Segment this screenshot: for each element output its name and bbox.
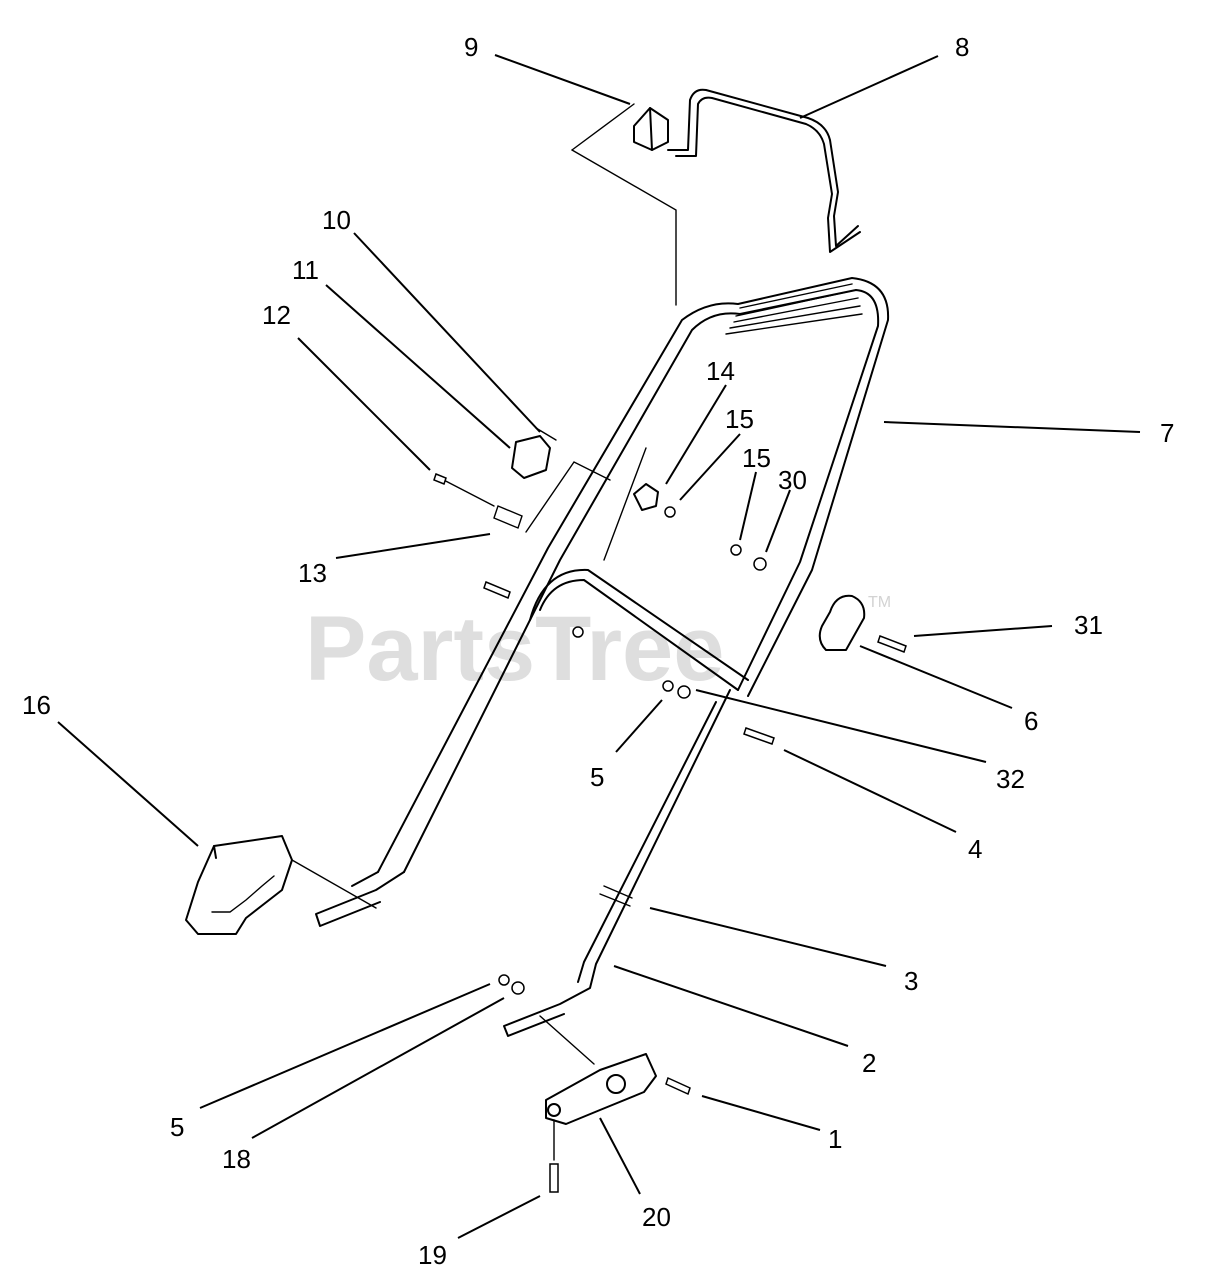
part-3-2-lower-handle [503,689,731,1037]
callout-labels: 9 8 10 11 12 14 15 15 30 7 13 31 16 6 5 … [22,32,1174,1270]
callout-10: 10 [322,205,351,235]
screw-12 [433,473,447,485]
nut-5b [498,974,510,986]
callout-30: 30 [778,465,807,495]
part-6-pivot-cover [818,594,866,651]
trademark-mark: TM [868,594,891,611]
nut-left [572,626,584,638]
callout-9: 9 [464,32,478,62]
washer-32 [677,685,691,699]
callout-15-second: 15 [742,443,771,473]
washer-18 [511,981,525,995]
part-8-control-bail [571,88,861,306]
bolt-19 [549,1163,559,1193]
callout-6: 6 [1024,706,1038,736]
callout-1: 1 [828,1124,842,1154]
bolt-4 [743,727,775,745]
callout-3: 3 [904,966,918,996]
callout-2: 2 [862,1048,876,1078]
callout-20: 20 [642,1202,671,1232]
callout-7: 7 [1160,418,1174,448]
part-9-bracket [633,107,669,151]
callout-13: 13 [298,558,327,588]
nut-5 [662,680,674,692]
callout-18: 18 [222,1144,251,1174]
callout-8: 8 [955,32,969,62]
leader-lines [57,54,1141,1239]
nut-15b [730,544,742,556]
part-16-bracket-plate [185,835,377,935]
bolt-31 [877,635,907,653]
part-7-upper-handle [315,277,890,927]
bolt-1 [665,1076,691,1096]
part-14-cable-guide [603,447,659,561]
callout-19: 19 [418,1240,447,1270]
callout-12: 12 [262,300,291,330]
callout-14: 14 [706,356,735,386]
hardware [433,473,907,1193]
bolt-left [483,580,511,600]
callout-15: 15 [725,404,754,434]
callout-32: 32 [996,764,1025,794]
callout-5: 5 [590,762,604,792]
nut-15 [664,506,676,518]
callout-11: 11 [292,255,319,285]
callout-16: 16 [22,690,51,720]
part-10-11-13-cable-parts [435,427,611,533]
part-20-pivot-link [539,1015,657,1125]
callout-4: 4 [968,834,982,864]
callout-31: 31 [1074,610,1103,640]
washer-30 [753,557,767,571]
callout-5-second: 5 [170,1112,184,1142]
